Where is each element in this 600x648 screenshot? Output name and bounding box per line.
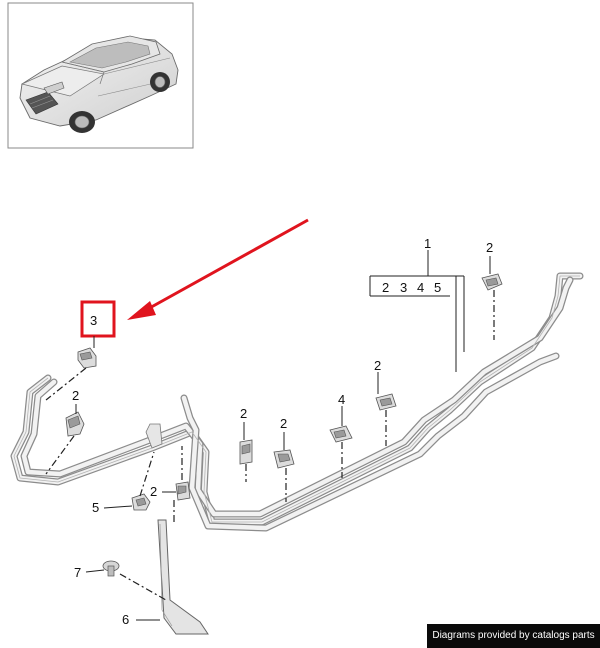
callout-1: 1 — [424, 236, 431, 251]
bracket-part-6 — [157, 519, 209, 635]
callout-1-sub-5: 5 — [434, 280, 441, 295]
brake-line-assembly — [10, 272, 584, 532]
callout-1-sub-2: 2 — [382, 280, 389, 295]
callout-6: 6 — [122, 612, 129, 627]
assembly-lines — [45, 290, 495, 601]
credit-bar: Diagrams provided by catalogs parts — [427, 624, 600, 648]
callout-4: 4 — [338, 392, 345, 407]
credit-text: Diagrams provided by catalogs parts — [432, 630, 595, 641]
callout-2-mid-a: 2 — [240, 406, 247, 421]
callouts: 1 2 3 4 5 2 3 2 2 2 4 2 2 5 7 6 — [72, 236, 493, 627]
vehicle-thumbnail — [7, 2, 194, 149]
callout-5: 5 — [92, 500, 99, 515]
grommet-part-5 — [131, 493, 151, 511]
callout-3-highlighted: 3 — [90, 313, 97, 328]
callout-7: 7 — [74, 565, 81, 580]
callout-2-left: 2 — [72, 388, 79, 403]
callout-2-upper-mid: 2 — [374, 358, 381, 373]
clip-mid-b — [273, 449, 295, 469]
clip-part-4 — [329, 425, 353, 443]
callout-2-lower: 2 — [150, 484, 157, 499]
clip-lower — [175, 481, 191, 501]
highlight-box — [80, 300, 116, 338]
clip-part-3 — [77, 347, 97, 369]
clip-mid-a — [239, 439, 253, 465]
leader-lines — [75, 250, 491, 621]
callout-1-sub-4: 4 — [417, 280, 424, 295]
clip-upper-mid — [375, 393, 397, 411]
callout-2-top-right: 2 — [486, 240, 493, 255]
pointer-arrow — [127, 218, 309, 320]
clip-top-right — [481, 273, 503, 291]
car-illustration — [19, 35, 179, 133]
clip-left — [65, 411, 85, 437]
bolt-part-7 — [102, 560, 120, 577]
callout-2-mid-b: 2 — [280, 416, 287, 431]
callout-1-sub-3: 3 — [400, 280, 407, 295]
